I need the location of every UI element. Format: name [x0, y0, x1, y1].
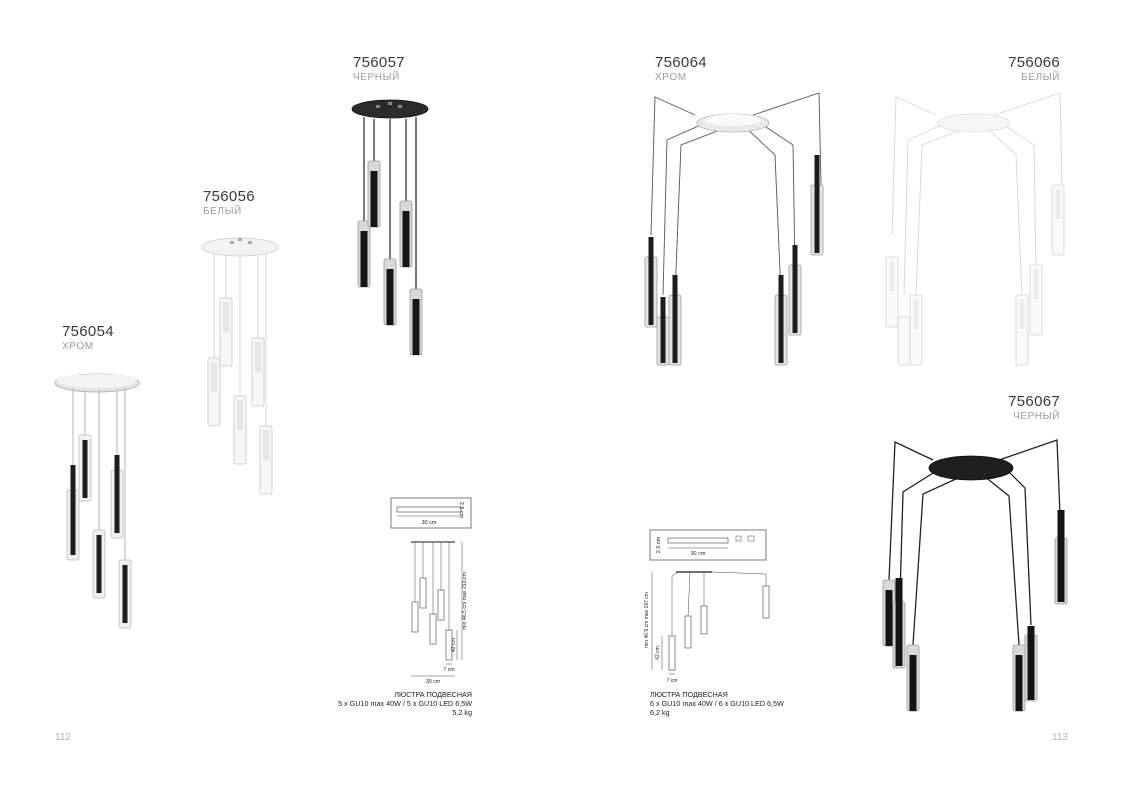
spec-title: ЛЮСТРА ПОДВЕСНАЯ	[394, 690, 472, 699]
spec-lamps: 5 x GU10 max 40W / 5 x GU10 LED 6,5W	[338, 699, 472, 708]
dim-depth: 2.5 cm	[656, 536, 662, 553]
product-finish: ЧЕРНЫЙ	[1013, 411, 1060, 422]
product-code: 756064	[655, 54, 707, 71]
product-finish: БЕЛЫЙ	[203, 206, 242, 217]
product-image-756054	[55, 373, 140, 629]
product-label-756066: 756066 БЕЛЫЙ	[1008, 55, 1060, 83]
product-code: 756066	[1008, 54, 1060, 71]
product-label-756057: 756057 ЧЕРНЫЙ	[353, 55, 405, 83]
product-code: 756057	[353, 54, 405, 71]
page-number-left: 112	[55, 732, 71, 743]
dim-height: min 46.5 cm max 210 cm	[462, 572, 468, 630]
product-label-756056: 756056 БЕЛЫЙ	[203, 189, 255, 217]
product-image-756056	[201, 237, 279, 495]
dim-width: 30 cm	[422, 520, 437, 526]
product-finish: ХРОМ	[655, 72, 687, 83]
dim-width-bottom: 30 cm	[426, 679, 440, 685]
dim-shade-width: 7 cm	[667, 678, 678, 684]
spec-caption-right: ЛЮСТРА ПОДВЕСНАЯ 6 x GU10 max 40W / 6 x …	[650, 690, 784, 717]
shade-group	[66, 434, 132, 629]
spec-title: ЛЮСТРА ПОДВЕСНАЯ	[650, 690, 728, 699]
product-label-756054: 756054 ХРОМ	[62, 324, 114, 352]
spec-weight: 6,2 kg	[650, 708, 670, 717]
product-image-756064	[644, 92, 824, 366]
product-code: 756067	[1008, 393, 1060, 410]
spec-weight: 5,2 kg	[452, 708, 472, 717]
product-finish: ЧЕРНЫЙ	[353, 72, 400, 83]
dim-shade-width: 7 cm	[443, 667, 454, 673]
product-label-756067: 756067 ЧЕРНЫЙ	[1008, 394, 1060, 422]
dim-height: min 46.5 cm max 197 cm	[644, 592, 650, 648]
spec-lamps: 6 x GU10 max 40W / 6 x GU10 LED 6,5W	[650, 699, 784, 708]
product-label-756064: 756064 ХРОМ	[655, 55, 707, 83]
product-finish: БЕЛЫЙ	[1021, 72, 1060, 83]
dim-depth: 2.5 cm	[458, 502, 464, 519]
product-code: 756054	[62, 323, 114, 340]
product-image-756057	[351, 99, 429, 356]
dim-shade: 42 cm	[655, 646, 661, 660]
product-code: 756056	[203, 188, 255, 205]
spec-caption-left: ЛЮСТРА ПОДВЕСНАЯ 5 x GU10 max 40W / 5 x …	[338, 690, 472, 717]
dim-shade: 42 cm	[451, 638, 457, 652]
dim-width: 30 cm	[691, 551, 706, 557]
spec-drawing-left: 30 cm 2.5 cm min 46.5 cm max 210 cm 42 c…	[390, 497, 472, 685]
page-number-right: 113	[1052, 732, 1068, 743]
spec-drawing-right: 30 cm 2.5 cm min 46.5 cm max 197 cm 42 c…	[644, 529, 770, 684]
product-image-756067	[882, 439, 1068, 712]
product-finish: ХРОМ	[62, 341, 94, 352]
product-image-756066	[885, 92, 1065, 366]
